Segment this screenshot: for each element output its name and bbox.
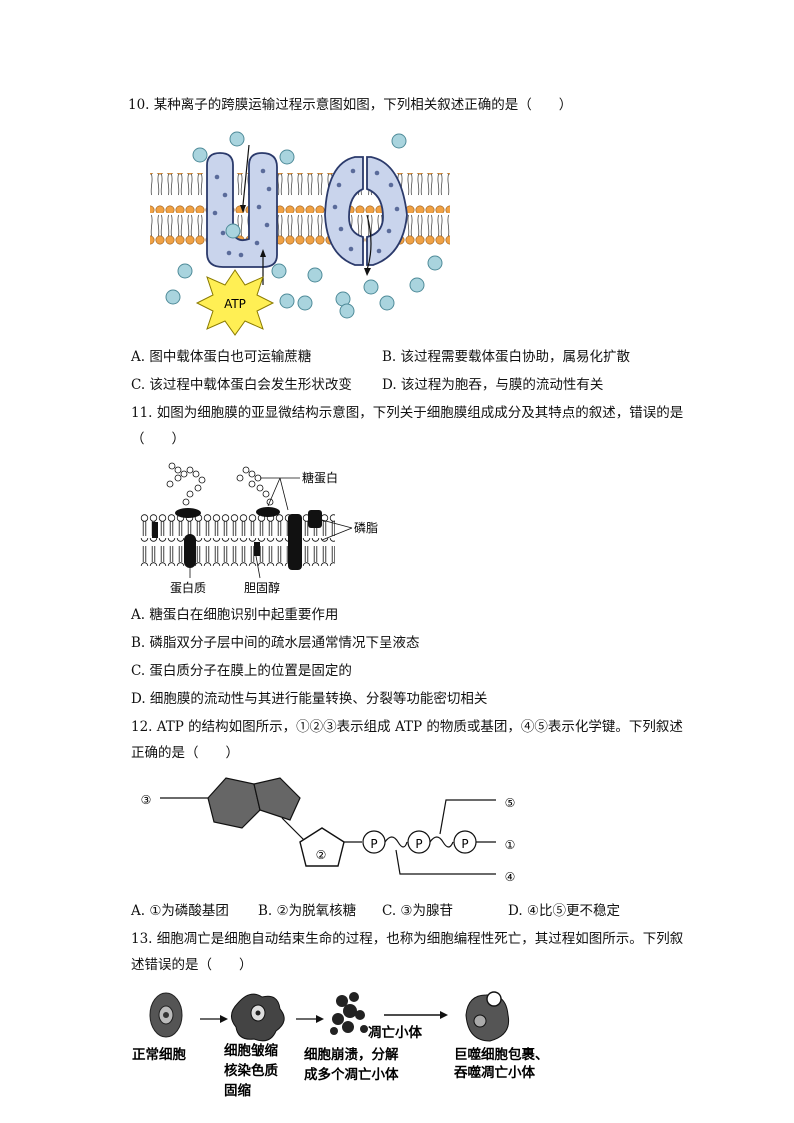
q13-stem-cont: 述错误的是（ ） bbox=[131, 957, 253, 973]
q11-stem-cont: （ ） bbox=[131, 431, 185, 447]
q12-option-d: D. ④比⑤更不稳定 bbox=[508, 903, 621, 919]
label-shrink-1: 细胞皱缩 bbox=[224, 1042, 278, 1059]
q11-membrane-diagram: 糖蛋白 磷脂 蛋白质 胆固醇 bbox=[140, 462, 378, 595]
protein-label: 蛋白质 bbox=[170, 580, 206, 595]
q12-option-c: C. ③为腺苷 bbox=[382, 903, 454, 919]
label-apoptotic-body: 凋亡小体 bbox=[368, 1024, 422, 1041]
q10-option-c: C. 该过程中载体蛋白会发生形状改变 bbox=[131, 377, 352, 393]
carrier-protein-right bbox=[324, 156, 364, 266]
q11-option-b: B. 磷脂双分子层中间的疏水层通常情况下呈液态 bbox=[131, 635, 420, 651]
q12-option-b: B. ②为脱氧核糖 bbox=[258, 903, 357, 919]
macrophage bbox=[465, 994, 510, 1042]
label-engulf-1: 巨噬细胞包裹、 bbox=[454, 1046, 549, 1063]
q11-option-c: C. 蛋白质分子在膜上的位置是固定的 bbox=[131, 663, 352, 679]
label-circle-1: ① bbox=[505, 838, 516, 852]
label-normal-cell: 正常细胞 bbox=[132, 1046, 186, 1063]
phosphate-3-label: P bbox=[461, 837, 468, 851]
q11-stem: 11. 如图为细胞膜的亚显微结构示意图，下列关于细胞膜组成成分及其特点的叙述，错… bbox=[131, 405, 684, 421]
phosphate-2-label: P bbox=[415, 837, 422, 851]
q12-atp-diagram: ③ ② P P P ① ⑤ ④ bbox=[141, 777, 516, 884]
label-circle-4: ④ bbox=[505, 870, 516, 884]
q10-stem: 10. 某种离子的跨膜运输过程示意图如图，下列相关叙述正确的是（ ） bbox=[128, 97, 573, 113]
q12-stem-cont: 正确的是（ ） bbox=[131, 745, 239, 761]
q10-option-d: D. 该过程为胞吞，与膜的流动性有关 bbox=[382, 377, 604, 393]
label-shrink-2: 核染色质 bbox=[224, 1062, 278, 1079]
q12-option-a: A. ①为磷酸基团 bbox=[131, 903, 229, 919]
protein-transmembrane bbox=[288, 514, 302, 570]
adenine-hexagon bbox=[207, 777, 261, 829]
label-circle-3: ③ bbox=[141, 793, 152, 807]
phosphate-1-label: P bbox=[370, 837, 377, 851]
atp-star bbox=[195, 269, 275, 336]
q10-option-b: B. 该过程需要载体蛋白协助，属易化扩散 bbox=[382, 349, 631, 365]
cholesterol-label: 胆固醇 bbox=[244, 580, 280, 595]
q10-option-a: A. 图中载体蛋白也可运输蔗糖 bbox=[131, 349, 312, 365]
q12-stem: 12. ATP 的结构如图所示，①②③表示组成 ATP 的物质或基团，④⑤表示化… bbox=[131, 719, 683, 735]
q11-option-a: A. 糖蛋白在细胞识别中起重要作用 bbox=[131, 607, 339, 623]
q11-option-d: D. 细胞膜的流动性与其进行能量转换、分裂等功能密切相关 bbox=[131, 691, 488, 707]
label-circle-5: ⑤ bbox=[505, 796, 516, 810]
apoptotic-bodies bbox=[330, 992, 368, 1035]
label-circle-2: ② bbox=[316, 848, 327, 862]
glycoprotein-label: 糖蛋白 bbox=[302, 470, 338, 485]
atp-label: ATP bbox=[224, 297, 246, 311]
protein-embedded bbox=[184, 534, 196, 568]
q13-stem: 13. 细胞凋亡是细胞自动结束生命的过程，也称为细胞编程性死亡，其过程如图所示。… bbox=[131, 931, 684, 947]
label-shrink-3: 固缩 bbox=[224, 1082, 251, 1099]
label-collapse-1: 细胞崩溃，分解 bbox=[304, 1046, 399, 1063]
label-engulf-2: 吞噬凋亡小体 bbox=[454, 1064, 535, 1081]
phospholipid-label: 磷脂 bbox=[354, 520, 378, 535]
label-collapse-2: 成多个凋亡小体 bbox=[304, 1066, 399, 1083]
ribose-pentagon bbox=[299, 827, 345, 867]
q10-transport-diagram: ATP bbox=[150, 131, 450, 336]
q13-apoptosis-diagram: 正常细胞 细胞皱缩 核染色质 固缩 凋亡小体 细胞崩溃，分解 成多个凋亡小体 巨… bbox=[132, 991, 549, 1099]
